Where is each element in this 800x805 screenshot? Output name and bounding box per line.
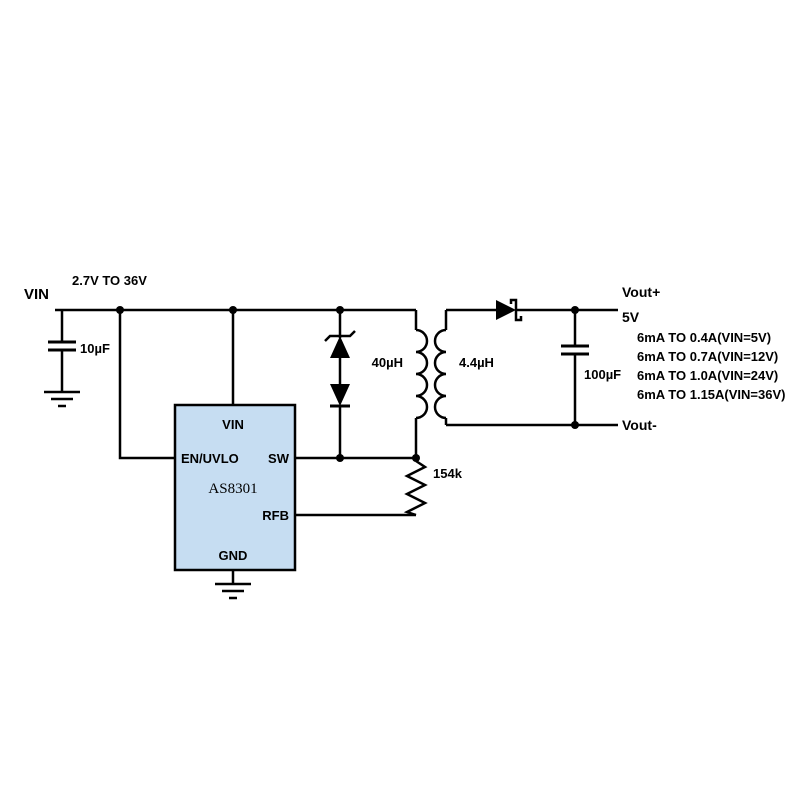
junction-dot xyxy=(336,306,344,314)
ic-pin-en-uvlo: EN/UVLO xyxy=(181,451,239,466)
ic-ground-icon xyxy=(215,582,251,600)
ic-pin-vin: VIN xyxy=(222,417,244,432)
input-ground-icon xyxy=(44,390,80,408)
junction-dots xyxy=(116,306,579,462)
capacitors xyxy=(48,340,589,356)
output-cap-label: 100µF xyxy=(584,367,621,382)
input-cap-label: 10µF xyxy=(80,341,110,356)
ic-part-number: AS8301 xyxy=(208,481,257,497)
vin-label: VIN xyxy=(24,286,49,303)
zener-diode-triangle xyxy=(330,336,350,358)
junction-dot xyxy=(336,454,344,462)
secondary-inductance-label: 4.4µH xyxy=(459,355,494,370)
feedback-resistor xyxy=(403,459,428,517)
clamp-network xyxy=(324,330,356,408)
ic-body xyxy=(173,403,297,572)
output-diode-triangle xyxy=(496,300,516,320)
junction-dot xyxy=(412,454,420,462)
ic-pin-gnd: GND xyxy=(219,548,248,563)
wires xyxy=(55,308,618,584)
junction-dot xyxy=(116,306,124,314)
output-current-spec-4: 6mA TO 1.15A(VIN=36V) xyxy=(637,387,785,402)
ground-symbols xyxy=(44,390,251,600)
vout-minus-label: Vout- xyxy=(622,417,657,433)
output-current-spec-1: 6mA TO 0.4A(VIN=5V) xyxy=(637,330,771,345)
junction-dot xyxy=(571,306,579,314)
output-voltage-label: 5V xyxy=(622,309,640,325)
feedback-resistor-label: 154k xyxy=(433,466,463,481)
vin-range-label: 2.7V TO 36V xyxy=(72,273,147,288)
ic-pin-rfb: RFB xyxy=(262,508,289,523)
output-current-spec-3: 6mA TO 1.0A(VIN=24V) xyxy=(637,368,778,383)
vout-plus-label: Vout+ xyxy=(622,284,660,300)
output-diode-cathode-bar xyxy=(509,298,523,322)
output-diode xyxy=(496,298,523,322)
transformer-primary-coil xyxy=(415,328,429,420)
ic-pin-sw: SW xyxy=(268,451,290,466)
primary-inductance-label: 40µH xyxy=(372,355,403,370)
junction-dot xyxy=(571,421,579,429)
junction-dot xyxy=(229,306,237,314)
clamp-diode-triangle xyxy=(330,384,350,406)
transformer-secondary-coil xyxy=(433,328,447,420)
output-current-spec-2: 6mA TO 0.7A(VIN=12V) xyxy=(637,349,778,364)
en-uvlo-wire xyxy=(118,310,175,460)
